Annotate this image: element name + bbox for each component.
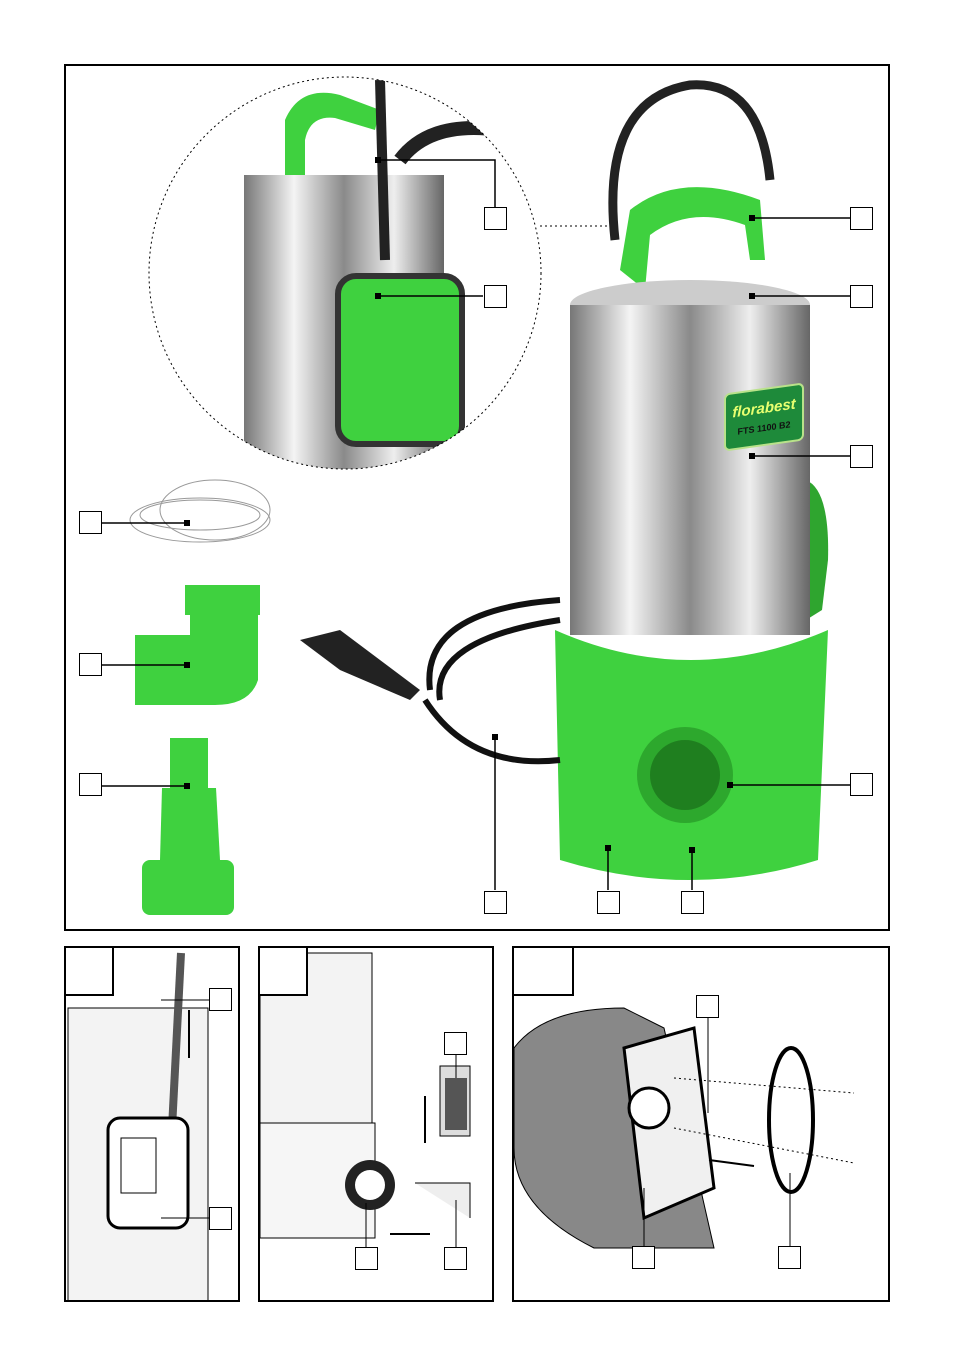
callout-box bbox=[850, 285, 873, 308]
figure-number-box bbox=[66, 948, 114, 996]
callout-box bbox=[850, 445, 873, 468]
callout-box bbox=[484, 891, 507, 914]
callout-box bbox=[597, 891, 620, 914]
callout-box bbox=[355, 1247, 378, 1270]
callout-box bbox=[79, 653, 102, 676]
logo-brand-2: best bbox=[764, 395, 796, 417]
hose-adapter bbox=[142, 738, 234, 915]
float-switch-detail bbox=[335, 273, 465, 447]
florabest-logo: florabest FTS 1100 B2 bbox=[724, 382, 804, 452]
figure-number-box bbox=[514, 948, 574, 996]
callout-box bbox=[484, 207, 507, 230]
rope bbox=[129, 479, 271, 543]
callout-box bbox=[444, 1247, 467, 1270]
callout-box bbox=[209, 988, 232, 1011]
callout-box bbox=[79, 511, 102, 534]
callout-box bbox=[850, 207, 873, 230]
figure-float-switch-panel bbox=[64, 946, 240, 1302]
callout-dots bbox=[184, 157, 755, 853]
callout-box bbox=[778, 1246, 801, 1269]
callout-lines bbox=[102, 159, 850, 890]
cable-detail bbox=[375, 79, 390, 261]
callout-box bbox=[79, 773, 102, 796]
magnified-detail-circle bbox=[148, 76, 612, 470]
elbow-connector bbox=[135, 585, 260, 705]
handle-detail bbox=[285, 92, 380, 175]
figure-base-plate-panel bbox=[512, 946, 890, 1302]
base-plate bbox=[767, 1046, 815, 1194]
logo-brand-1: flora bbox=[732, 399, 765, 422]
figure-number-box bbox=[260, 948, 308, 996]
pump bbox=[300, 80, 829, 880]
callout-box bbox=[484, 285, 507, 308]
callout-box bbox=[632, 1246, 655, 1269]
callout-box bbox=[444, 1032, 467, 1055]
logo-model: FTS 1100 B2 bbox=[737, 419, 791, 437]
power-plug bbox=[300, 630, 420, 700]
callout-box bbox=[209, 1207, 232, 1230]
stainless-housing bbox=[570, 305, 810, 635]
callout-box bbox=[696, 995, 719, 1018]
callout-box bbox=[850, 773, 873, 796]
carry-handle bbox=[620, 187, 765, 290]
callout-box bbox=[681, 891, 704, 914]
power-cable-coil bbox=[422, 597, 561, 765]
pump-cable bbox=[608, 80, 775, 241]
figure-connector-panel bbox=[258, 946, 494, 1302]
